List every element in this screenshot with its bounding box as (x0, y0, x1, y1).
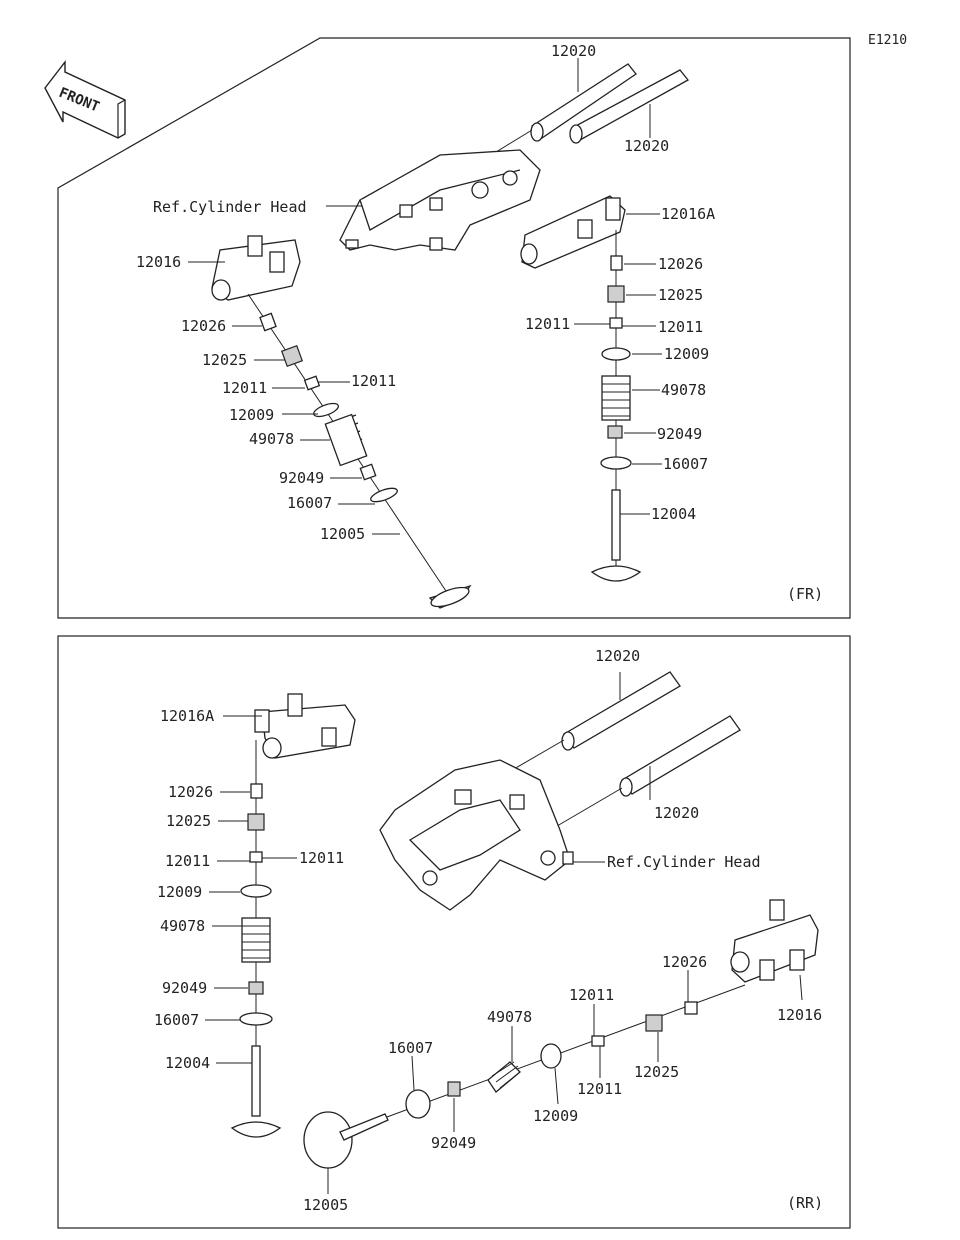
callout-92049-rr-horizontal: 92049 (431, 1134, 476, 1152)
callout-12016a-fr: 12016A (661, 205, 715, 223)
callout-12025-rr-vertical: 12025 (166, 812, 211, 830)
callout-49078-fr-right: 49078 (661, 381, 706, 399)
callout-12026-rr-vertical: 12026 (168, 783, 213, 801)
callout-12011-rr-horizontal-a: 12011 (569, 986, 614, 1004)
callout-12020-fr-b: 12020 (624, 137, 669, 155)
rocker-arm-12016a-fr (520, 195, 626, 269)
rocker-arm-12016-rr (730, 899, 819, 983)
callout-12026-fr-right: 12026 (658, 255, 703, 273)
callout-12011-rr-vertical-a: 12011 (165, 852, 210, 870)
valve-stack-right-fr (590, 230, 642, 582)
panel-rr-tag: (RR) (787, 1194, 823, 1212)
callout-12004-rr: 12004 (165, 1054, 210, 1072)
rocker-shaft-fr-1 (530, 63, 637, 142)
callout-12016-rr: 12016 (777, 1006, 822, 1024)
callout-12011-rr-vertical-b: 12011 (299, 849, 344, 867)
callout-12025-fr-left: 12025 (202, 351, 247, 369)
callout-12004-fr: 12004 (651, 505, 696, 523)
valve-spring-rr-horizontal (487, 1061, 521, 1093)
callout-49078-rr-vertical: 49078 (160, 917, 205, 935)
rocker-shaft-fr-2 (569, 69, 689, 144)
cylinder-head-rr (379, 759, 574, 911)
callout-12020-rr-a: 12020 (595, 647, 640, 665)
valve-spring-fr-left (324, 413, 368, 467)
callout-49078-fr-left: 49078 (249, 430, 294, 448)
callout-16007-rr-vertical: 16007 (154, 1011, 199, 1029)
valve-spring-rr-vertical (241, 917, 271, 963)
callout-ref-cylinder-head-rr: Ref.Cylinder Head (607, 853, 761, 871)
panel-rr-frame (57, 635, 851, 1229)
callout-12016a-rr: 12016A (160, 707, 214, 725)
callout-12025-rr-horizontal: 12025 (634, 1063, 679, 1081)
panel-fr: 12020 12020 Ref.Cylinder Head 12016A 120… (57, 37, 851, 619)
callout-12009-fr-left: 12009 (229, 406, 274, 424)
valve-stack-vertical-rr (230, 740, 282, 1138)
callout-92049-fr-right: 92049 (657, 425, 702, 443)
callout-12025-fr-right: 12025 (658, 286, 703, 304)
callout-12026-fr-left: 12026 (181, 317, 226, 335)
callout-12026-rr-horizontal: 12026 (662, 953, 707, 971)
callout-12011-rr-horizontal-b: 12011 (577, 1080, 622, 1098)
callout-12020-fr-a: 12020 (551, 42, 596, 60)
callout-12009-rr-horizontal: 12009 (533, 1107, 578, 1125)
callout-12011-fr-left-b: 12011 (351, 372, 396, 390)
valve-stack-horizontal-rr (303, 984, 746, 1169)
callout-12009-rr-vertical: 12009 (157, 883, 202, 901)
cylinder-head-fr (339, 149, 541, 251)
rocker-shaft-rr-2 (619, 715, 741, 797)
callout-12016-fr: 12016 (136, 253, 181, 271)
callout-92049-fr-left: 92049 (279, 469, 324, 487)
callout-16007-fr-left: 16007 (287, 494, 332, 512)
valve-spring-fr-right (601, 375, 631, 421)
callout-16007-fr-right: 16007 (663, 455, 708, 473)
callout-ref-cylinder-head-fr: Ref.Cylinder Head (153, 198, 307, 216)
callout-12020-rr-b: 12020 (654, 804, 699, 822)
panel-fr-tag: (FR) (787, 585, 823, 603)
callout-49078-rr-horizontal: 49078 (487, 1008, 532, 1026)
rocker-arm-12016-fr (211, 235, 301, 301)
panel-rr: 12020 12016A 12020 12026 12025 12011 120… (57, 635, 851, 1229)
callout-12005-fr: 12005 (320, 525, 365, 543)
diagram-code: E1210 (868, 33, 907, 48)
panel-fr-frame (57, 37, 851, 619)
callout-92049-rr-vertical: 92049 (162, 979, 207, 997)
callout-12005-rr: 12005 (303, 1196, 348, 1214)
callout-12011-fr-right-a: 12011 (525, 315, 570, 333)
valve-stack-left-fr (247, 293, 472, 609)
callout-16007-rr-horizontal: 16007 (388, 1039, 433, 1057)
callout-12011-fr-left-a: 12011 (222, 379, 267, 397)
rocker-shaft-rr-1 (561, 671, 681, 751)
rocker-arm-12016a-rr (254, 693, 356, 759)
front-arrow-icon: FRONT (44, 59, 126, 139)
callout-12011-fr-right-b: 12011 (658, 318, 703, 336)
callout-12009-fr-right: 12009 (664, 345, 709, 363)
